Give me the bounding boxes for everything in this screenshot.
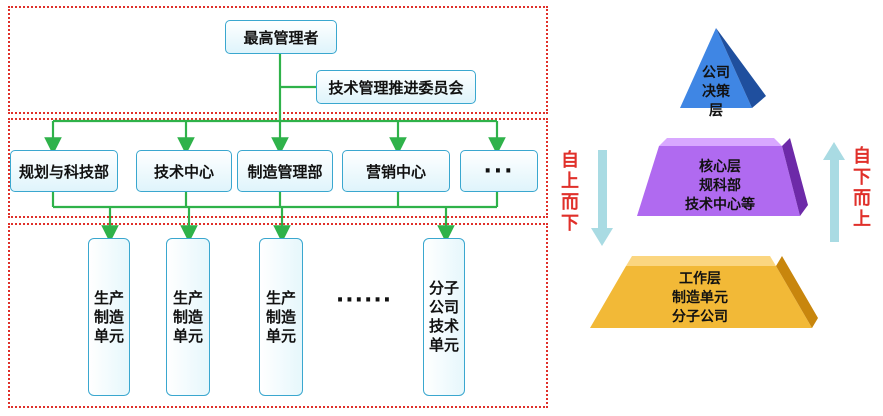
layer-middle-line: 技术中心等 bbox=[685, 197, 755, 213]
department-region bbox=[8, 118, 548, 218]
department-box: 技术中心 bbox=[136, 150, 232, 192]
department-more-box: ··· bbox=[460, 150, 538, 192]
department-box: 营销中心 bbox=[342, 150, 450, 192]
department-box: 规划与科技部 bbox=[10, 150, 118, 192]
unit-label: 生产制造单元 bbox=[265, 288, 296, 345]
department-box: 制造管理部 bbox=[237, 150, 333, 192]
layer-top-shape bbox=[680, 28, 766, 108]
unit-box: 分子公司技术单元 bbox=[423, 238, 465, 396]
unit-label: 分子公司技术单元 bbox=[428, 279, 459, 354]
bottom-up-label: 自下而上 bbox=[853, 146, 871, 230]
layer-bottom-line: 工作层 bbox=[679, 271, 721, 287]
layer-bottom-shape bbox=[590, 256, 818, 328]
layer-bottom-line: 分子公司 bbox=[672, 309, 728, 325]
top-manager-box: 最高管理者 bbox=[225, 20, 337, 54]
committee-box: 技术管理推进委员会 bbox=[316, 70, 476, 104]
unit-label: 生产制造单元 bbox=[93, 288, 124, 345]
unit-box: 生产制造单元 bbox=[259, 238, 303, 396]
layer-bottom-line: 制造单元 bbox=[672, 290, 728, 306]
layer-bottom-label: 工作层 制造单元 分子公司 bbox=[630, 270, 770, 327]
unit-label: 生产制造单元 bbox=[172, 288, 203, 345]
layer-middle-shape bbox=[637, 138, 808, 216]
top-region bbox=[8, 6, 548, 114]
units-ellipsis: ······ bbox=[335, 288, 393, 313]
top-down-label: 自上而下 bbox=[561, 150, 579, 234]
down-arrow-icon bbox=[591, 150, 613, 246]
unit-region bbox=[8, 223, 548, 408]
up-arrow-icon bbox=[823, 142, 845, 242]
unit-box: 生产制造单元 bbox=[88, 238, 130, 396]
unit-box: 生产制造单元 bbox=[166, 238, 210, 396]
layer-middle-line: 核心层 bbox=[699, 159, 741, 175]
layer-middle-label: 核心层 规科部 技术中心等 bbox=[650, 158, 790, 215]
layer-middle-line: 规科部 bbox=[699, 178, 741, 194]
layer-top-label: 公司决策层 bbox=[702, 65, 730, 119]
